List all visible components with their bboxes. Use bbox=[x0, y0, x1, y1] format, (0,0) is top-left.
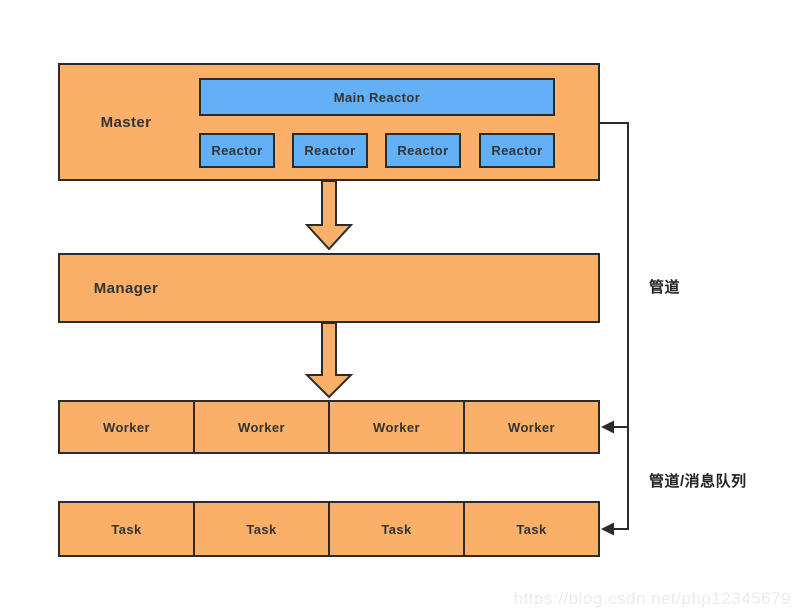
reactor-label: Reactor bbox=[304, 143, 356, 158]
flow-arrow-master-to-manager-icon bbox=[304, 180, 354, 251]
arrowhead-worker-icon bbox=[601, 420, 614, 434]
worker-label: Worker bbox=[238, 419, 285, 435]
task-cell-3: Task bbox=[330, 503, 465, 555]
worker-cell-2: Worker bbox=[195, 402, 330, 452]
pipe-message-queue-annotation: 管道/消息队列 bbox=[649, 473, 747, 490]
task-row: Task Task Task Task bbox=[58, 501, 600, 557]
master-box: Master Main Reactor Reactor Reactor Reac… bbox=[58, 63, 600, 181]
watermark-text: https://blog.csdn.net/php12345679 bbox=[513, 589, 791, 608]
reactor-box-1: Reactor bbox=[199, 133, 275, 168]
task-cell-2: Task bbox=[195, 503, 330, 555]
reactor-label: Reactor bbox=[211, 143, 263, 158]
reactor-box-2: Reactor bbox=[292, 133, 368, 168]
task-cell-1: Task bbox=[60, 503, 195, 555]
worker-row: Worker Worker Worker Worker bbox=[58, 400, 600, 454]
task-label: Task bbox=[381, 521, 412, 537]
main-reactor-label: Main Reactor bbox=[333, 89, 421, 105]
pipe-connector-line bbox=[600, 122, 629, 530]
manager-box: Manager bbox=[58, 253, 600, 323]
task-label: Task bbox=[246, 521, 277, 537]
reactor-box-4: Reactor bbox=[479, 133, 555, 168]
task-cell-4: Task bbox=[465, 503, 598, 555]
manager-label: Manager bbox=[93, 279, 159, 297]
master-label: Master bbox=[100, 113, 152, 131]
worker-cell-3: Worker bbox=[330, 402, 465, 452]
main-reactor-box: Main Reactor bbox=[199, 78, 555, 116]
worker-cell-1: Worker bbox=[60, 402, 195, 452]
reactor-box-3: Reactor bbox=[385, 133, 461, 168]
pipe-annotation: 管道 bbox=[649, 279, 681, 296]
arrowhead-task-icon bbox=[601, 522, 614, 536]
worker-label: Worker bbox=[373, 419, 420, 435]
flow-arrow-manager-to-workers-icon bbox=[304, 322, 354, 399]
task-label: Task bbox=[516, 521, 547, 537]
reactor-label: Reactor bbox=[491, 143, 543, 158]
worker-label: Worker bbox=[508, 419, 555, 435]
worker-cell-4: Worker bbox=[465, 402, 598, 452]
task-label: Task bbox=[111, 521, 142, 537]
worker-label: Worker bbox=[103, 419, 150, 435]
reactor-label: Reactor bbox=[397, 143, 449, 158]
